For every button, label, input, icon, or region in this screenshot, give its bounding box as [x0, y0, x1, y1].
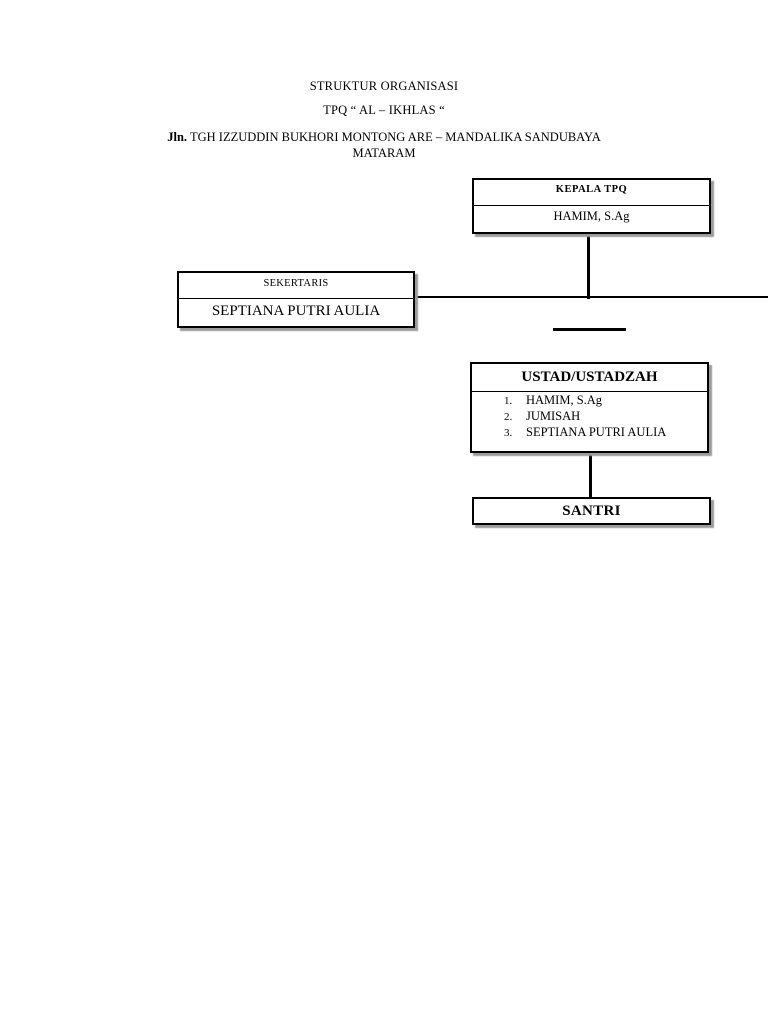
santri-role: SANTRI	[562, 503, 621, 519]
address-line-1: TGH IZZUDDIN BUKHORI MONTONG ARE – MANDA…	[187, 130, 601, 144]
santri-box: SANTRI	[472, 497, 711, 525]
connector-kepala-down	[587, 233, 590, 299]
ustad-member: 1.HAMIM, S.Ag	[504, 393, 603, 407]
ustad-box: USTAD/USTADZAH 1.HAMIM, S.Ag 2.JUMISAH 3…	[470, 362, 709, 453]
ustad-member-list: 1.HAMIM, S.Ag 2.JUMISAH 3.SEPTIANA PUTRI…	[472, 392, 707, 441]
kepala-tpq-name: HAMIM, S.Ag	[553, 209, 630, 223]
address-prefix: Jln.	[167, 130, 188, 144]
ustad-role: USTAD/USTADZAH	[472, 364, 707, 392]
ustad-member: 2.JUMISAH	[504, 409, 581, 423]
connector-ustad-santri	[589, 452, 592, 498]
sekertaris-box: SEKERTARIS SEPTIANA PUTRI AULIA	[177, 271, 415, 328]
connector-stub	[553, 328, 626, 331]
kepala-tpq-box: KEPALA TPQ HAMIM, S.Ag	[472, 178, 711, 234]
sekertaris-role: SEKERTARIS	[179, 273, 413, 299]
address-line-2: MATARAM	[352, 146, 416, 160]
sekertaris-name: SEPTIANA PUTRI AULIA	[211, 303, 381, 319]
kepala-tpq-role: KEPALA TPQ	[474, 180, 709, 206]
ustad-member: 3.SEPTIANA PUTRI AULIA	[504, 425, 667, 439]
chart-title: STRUKTUR ORGANISASI	[309, 79, 459, 93]
chart-subtitle: TPQ “ AL – IKHLAS “	[323, 103, 445, 117]
address: Jln. TGH IZZUDDIN BUKHORI MONTONG ARE – …	[100, 129, 668, 161]
connector-horizontal	[414, 296, 768, 298]
